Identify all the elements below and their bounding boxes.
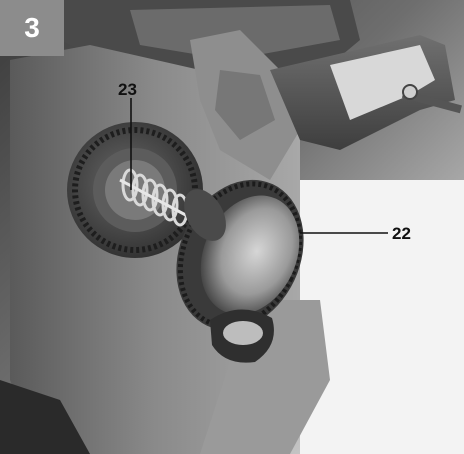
step-number-badge: 3 — [0, 0, 64, 56]
front-disc-teeth — [177, 181, 303, 329]
lower-block — [200, 300, 330, 454]
disc-side — [184, 189, 226, 241]
callout-label-gear: 22 — [392, 224, 411, 243]
spring-shaft — [119, 178, 196, 222]
lever-tab-hole — [223, 321, 263, 345]
spring — [121, 168, 189, 227]
pin-head — [402, 84, 418, 100]
rear-gear-inner — [105, 160, 165, 220]
bottom-left-shadow — [0, 380, 90, 454]
handle-slot — [330, 45, 435, 120]
body-recess — [215, 70, 275, 140]
callout-label-spring: 23 — [118, 80, 137, 99]
white-background-area — [300, 180, 464, 454]
